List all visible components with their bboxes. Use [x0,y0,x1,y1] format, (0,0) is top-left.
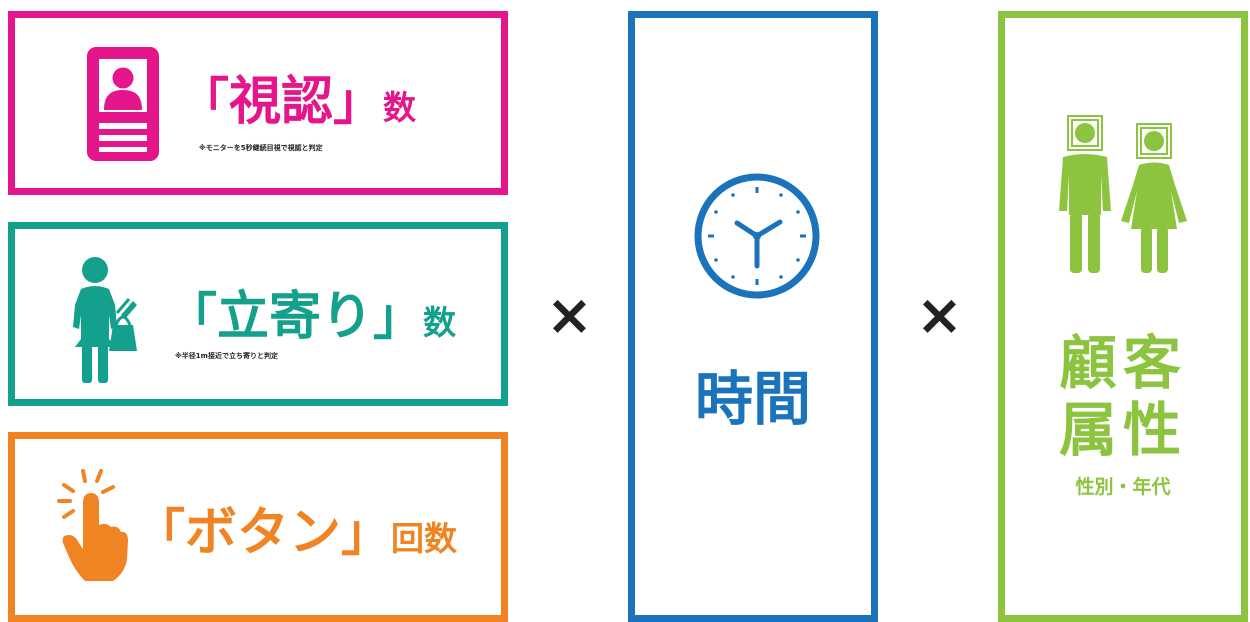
visit-unit: 数 [423,303,457,342]
id-card-person-icon [87,47,159,161]
view-count-title: 「視認」数 [179,76,416,128]
view-count-note: ※モニターを5秒継続目視で視認と判定 [199,144,323,152]
customer-attributes-label-line2: 属性 [1058,396,1187,464]
open-bracket: 「 [179,73,229,131]
man-woman-face-detect-icon [1059,115,1197,275]
button-unit: 回数 [391,519,458,558]
multiply-sign-1: × [546,283,593,348]
close-bracket: 」 [373,288,424,346]
customer-attributes-label-line1: 顧客 [1058,329,1187,397]
view-unit: 数 [383,88,417,127]
time-label: 時間 [694,365,811,433]
view-keyword: 視認 [229,72,334,132]
customer-attributes-box: 顧客 属性 性別・年代 [998,11,1248,622]
time-box: 時間 [628,11,878,622]
button-count-title: 「ボタン」回数 [135,507,457,559]
button-keyword: ボタン [185,503,342,563]
visit-count-title: 「立寄り」数 [167,291,456,343]
close-bracket: 」 [333,73,384,131]
visit-count-note: ※半径1m接近で立ち寄りと判定 [175,352,278,360]
tap-hand-icon [55,467,129,583]
shopper-woman-icon [71,255,139,385]
visit-keyword: 立寄り [217,287,374,347]
open-bracket: 「 [135,504,185,562]
customer-attributes-sublabel: 性別・年代 [1075,476,1171,498]
multiply-sign-2: × [916,283,963,348]
visit-count-box: 「立寄り」数 ※半径1m接近で立ち寄りと判定 [8,222,508,406]
view-count-box: 「視認」数 ※モニターを5秒継続目視で視認と判定 [8,11,508,195]
button-count-box: 「ボタン」回数 [8,432,508,622]
close-bracket: 」 [341,504,392,562]
clock-icon [692,171,822,301]
open-bracket: 「 [167,288,217,346]
